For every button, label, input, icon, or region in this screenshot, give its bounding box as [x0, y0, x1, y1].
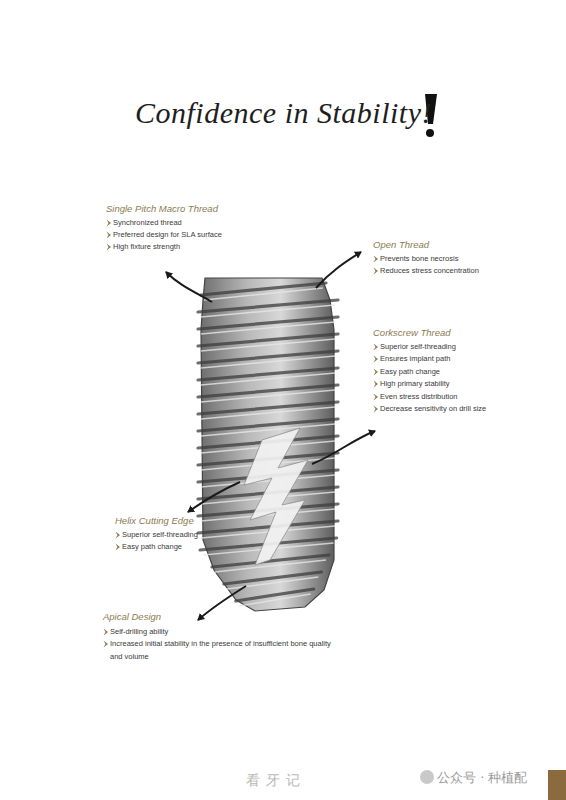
bullet-chevron [373, 368, 379, 376]
watermark: 公众号 · 种植配 [437, 769, 527, 787]
callout-heading: Helix Cutting Edge [115, 515, 194, 526]
bullet-chevron [115, 543, 121, 551]
bullet-chevron [106, 243, 112, 251]
bullet-chevron [106, 219, 112, 227]
callout-heading: Apical Design [103, 611, 161, 622]
callout-heading: Corkscrew Thread [373, 327, 451, 338]
callout-bullet: Reduces stress concentration [380, 265, 479, 278]
bullet-chevron [373, 380, 379, 388]
callout-bullet: Synchronized thread [113, 217, 182, 230]
callout-bullet: High primary stability [380, 378, 450, 391]
callout-bullet: Increased initial stability in the prese… [110, 638, 335, 663]
callout-bullet: Decrease sensitivity on drill size [380, 403, 486, 416]
bullet-chevron [106, 231, 112, 239]
bullet-chevron [103, 640, 109, 648]
callout-bullet: Even stress distribution [380, 391, 458, 404]
bullet-chevron [373, 355, 379, 363]
callout-bullet: Superior self-threading [122, 529, 198, 542]
callout-bullet: Self-drilling ability [110, 626, 168, 639]
callout-heading: Open Thread [373, 239, 429, 250]
bullet-chevron [103, 628, 109, 636]
callout-bullet: High fixture strength [113, 241, 180, 254]
callout-heading: Single Pitch Macro Thread [106, 203, 218, 214]
bullet-chevron [373, 267, 379, 275]
callout-bullet: Easy path change [380, 366, 440, 379]
bullet-chevron [373, 255, 379, 263]
callout-bullet: Preferred design for SLA surface [113, 229, 222, 242]
bullet-chevron [373, 393, 379, 401]
bullet-chevron [373, 405, 379, 413]
bullet-chevron [115, 531, 121, 539]
callout-bullet: Superior self-threading [380, 341, 456, 354]
callout-bullet: Ensures implant path [380, 353, 450, 366]
bullet-chevron [373, 343, 379, 351]
callout-bullet: Easy path change [122, 541, 182, 554]
callout-bullet: Prevents bone necrosis [380, 253, 458, 266]
page-title: Confidence in Stability! [135, 96, 432, 130]
watermark: 看牙记 [246, 772, 306, 790]
